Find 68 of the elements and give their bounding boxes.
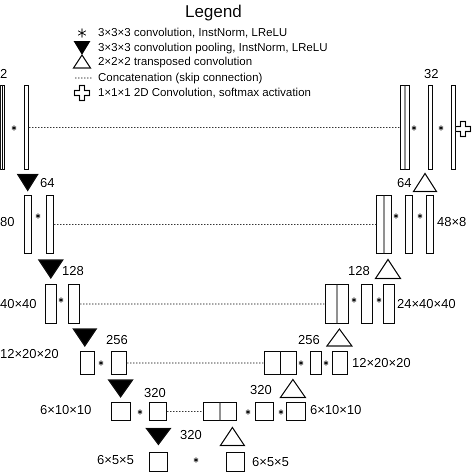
skip-connection-line (166, 411, 204, 412)
feature-map-box (428, 85, 433, 170)
feature-map-box (149, 402, 167, 421)
legend-text: Concatenation (skip connection) (98, 71, 262, 85)
legend-text: 1×1×1 2D Convolution, softmax activation (98, 86, 311, 100)
feature-map-box (203, 402, 237, 421)
upsampling-arrow (412, 172, 438, 192)
dimension-label: 256 (298, 332, 320, 348)
dimension-label: 24×40×40 (397, 296, 456, 312)
pooling-arrow (145, 428, 172, 446)
feature-map-box (451, 85, 456, 170)
dimension-label: 80 (0, 214, 14, 230)
upsampling-arrow (374, 258, 402, 280)
dimension-label: 256 (106, 332, 128, 348)
upsampling-arrow (279, 378, 307, 398)
pooling-arrow (16, 174, 39, 192)
feature-map-box (383, 284, 395, 324)
dimension-label: 12×20×20 (0, 346, 59, 362)
feature-map-box (361, 284, 373, 324)
feature-map-box (255, 402, 274, 421)
feature-map-box (68, 284, 80, 324)
skip-connection-line (126, 362, 264, 364)
dimension-label: 64 (397, 175, 412, 191)
upsampling-arrow (326, 328, 354, 347)
pooling-arrow (107, 379, 134, 398)
feature-map-box (264, 351, 297, 375)
feature-map-box (24, 195, 32, 254)
skip-connection-line (54, 224, 376, 225)
pooling-arrow (38, 259, 64, 280)
dimension-label: 32 (424, 66, 438, 82)
legend-text: 2×2×2 transposed convolution (98, 55, 252, 69)
dimension-label: 320 (250, 382, 272, 398)
dimension-label: 2 (0, 66, 8, 82)
dimension-label: 320 (180, 427, 202, 443)
feature-map-box (149, 452, 168, 472)
legend-title: Legend (185, 2, 242, 22)
dimension-label: 12×20×20 (352, 355, 411, 371)
feature-map-box (426, 195, 434, 254)
feature-map-box (80, 351, 95, 375)
legend-text: 3×3×3 convolution, InstNorm, LReLU (98, 26, 288, 40)
dimension-label: 64 (40, 175, 54, 191)
feature-map-box (325, 284, 349, 324)
feature-map-box (45, 284, 57, 324)
feature-map-box (111, 402, 131, 421)
feature-map-box (400, 85, 410, 170)
feature-map-box (0, 85, 5, 170)
feature-map-box (332, 351, 348, 375)
dimension-label: 6×5×5 (252, 454, 289, 470)
feature-map-box (405, 195, 413, 254)
feature-map-box (46, 195, 54, 254)
feature-map-box (111, 351, 127, 375)
dimension-label: 128 (348, 263, 370, 279)
feature-map-box (310, 351, 322, 375)
dimension-label: 6×10×10 (310, 402, 362, 418)
legend-text: 3×3×3 convolution pooling, InstNorm, LReLU (98, 41, 328, 55)
upsampling-arrow (219, 426, 246, 446)
feature-map-box (286, 402, 306, 421)
dimension-label: 6×10×10 (40, 402, 92, 418)
dimension-label: 48×8 (437, 214, 466, 230)
dimension-label: 320 (144, 385, 166, 401)
feature-map-box (226, 452, 245, 472)
feature-map-box (24, 85, 29, 170)
pooling-arrow (72, 328, 98, 348)
feature-map-box (376, 195, 392, 254)
dimension-label: 6×5×5 (97, 452, 134, 468)
skip-connection-line (28, 127, 400, 128)
dimension-label: 128 (62, 263, 84, 279)
dimension-label: 40×40 (0, 296, 37, 312)
